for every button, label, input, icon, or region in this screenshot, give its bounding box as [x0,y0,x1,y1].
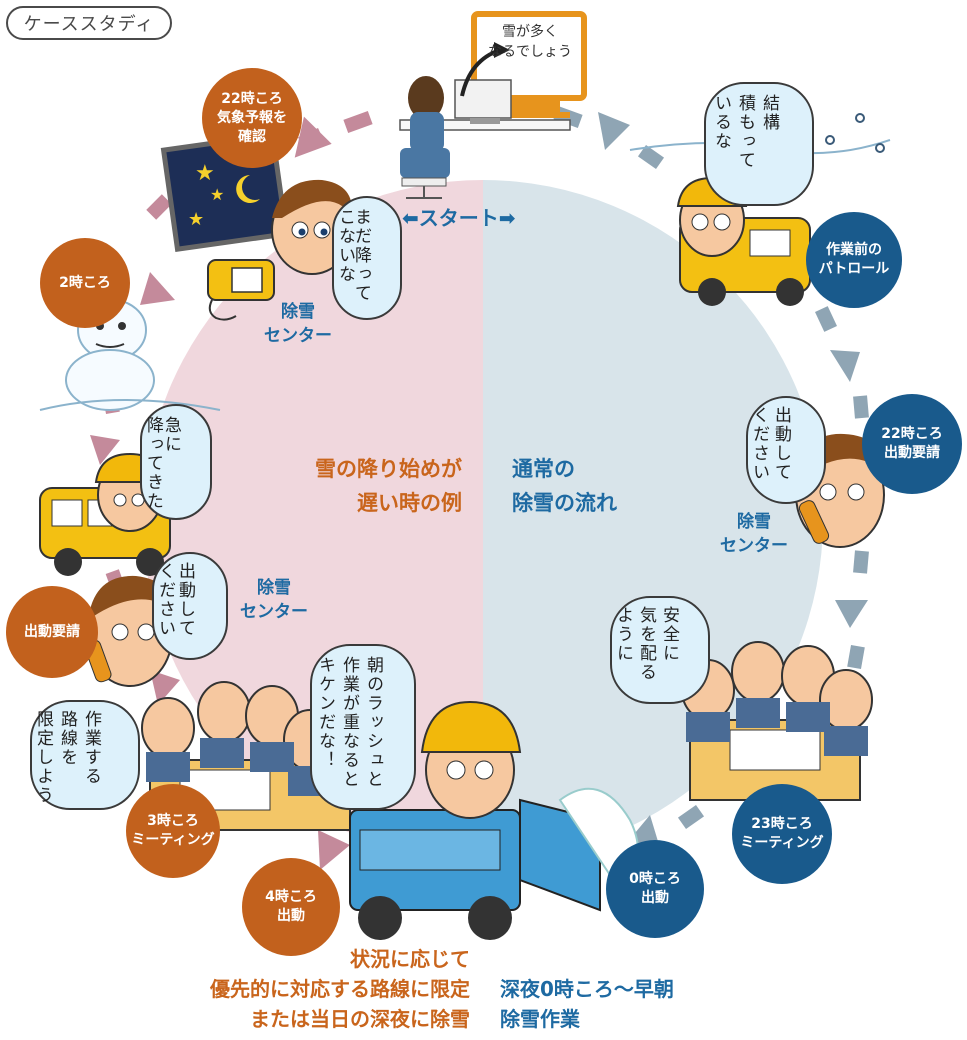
patrol-truck-right [629,113,891,306]
svg-text:★: ★ [210,185,224,204]
meeting-right-illustration [681,641,873,801]
right-bottom-caption: 深夜0時ころ～早朝 除雪作業 [500,977,674,1031]
speech-dispatch-right: 出動して ください [746,396,826,504]
badge-23h-meeting: 23時ころ ミーティング [732,784,832,884]
speech-safety: 安全に 気を配る ように [610,596,710,704]
speech-dispatch-left: 出動して ください [152,552,228,660]
badge-3h-meeting: 3時ころ ミーティング [126,784,220,878]
badge-patrol: 作業前の パトロール [806,212,902,308]
speech-not-yet: まだ降って こないな [332,196,402,320]
speech-piled: 結構 積もって いるな [704,82,814,206]
forecast-desk-illustration [399,11,587,199]
speech-rush: 朝のラッシュと 作業が重なると キケンだな！ [310,644,416,810]
snow-center-label-right: 除雪 センター [720,512,788,556]
plow-truck-illustration [349,700,639,940]
snow-center-label-2: 除雪 センター [240,578,308,622]
desk-phone [207,259,275,321]
left-flow-title: 雪の降り始めが 遅い時の例 [315,457,462,515]
left-bottom-caption: 状況に応じて 優先的に対応する路線に限定 または当日の深夜に除雪 [210,947,470,1031]
case-study-tag: ケーススタディ [6,6,172,40]
svg-text:★: ★ [195,161,215,186]
badge-22h-dispatch-request: 22時ころ 出動要請 [862,394,962,494]
start-label: ⬅スタート➡ [402,206,516,230]
snow-center-label-1: 除雪 センター [264,302,332,346]
svg-text:★: ★ [188,209,204,230]
badge-4h-dispatch: 4時ころ 出動 [242,858,340,956]
right-flow-title: 通常の 除雪の流れ [512,457,617,515]
badge-2h: 2時ころ [40,238,130,328]
badge-dispatch-request-left: 出動要請 [6,586,98,678]
speech-suddenly: 急に 降ってきた [140,404,212,520]
badge-22h-forecast: 22時ころ 気象予報を 確認 [202,68,302,168]
badge-0h-dispatch: 0時ころ 出動 [606,840,704,938]
monitor-speech: 雪が多く なるでしょう [488,24,572,60]
speech-limit-route: 作業する 路線を 限定しよう [30,700,140,810]
